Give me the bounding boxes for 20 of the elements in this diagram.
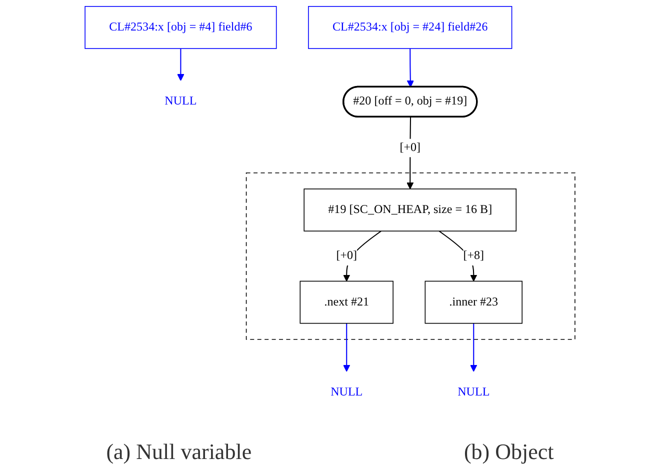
node-text: NULL bbox=[458, 386, 490, 399]
edge-label: [+0] bbox=[336, 250, 358, 262]
figure-caption: (b) Object bbox=[464, 439, 554, 465]
cluster bbox=[246, 172, 576, 340]
node-text: NULL bbox=[164, 95, 197, 108]
arrow bbox=[343, 323, 350, 372]
arrow bbox=[406, 117, 414, 190]
figure-caption: (a) Null variable bbox=[106, 439, 252, 465]
node-box: #19 [SC_ON_HEAP, size = 16 B] bbox=[304, 188, 517, 232]
arrow bbox=[406, 48, 414, 88]
arrow bbox=[470, 323, 478, 372]
edge-label: [+8] bbox=[463, 250, 484, 262]
node-text: NULL bbox=[330, 386, 363, 399]
arrow bbox=[177, 48, 184, 81]
node-box: .next #21 bbox=[300, 280, 394, 324]
node-box: .inner #23 bbox=[424, 280, 522, 324]
arrow bbox=[438, 230, 478, 282]
node-box: CL#2534:x [obj = #24] field#26 bbox=[308, 6, 512, 49]
node-box: CL#2534:x [obj = #4] field#6 bbox=[84, 6, 277, 49]
edge-label: [+0] bbox=[400, 141, 421, 154]
